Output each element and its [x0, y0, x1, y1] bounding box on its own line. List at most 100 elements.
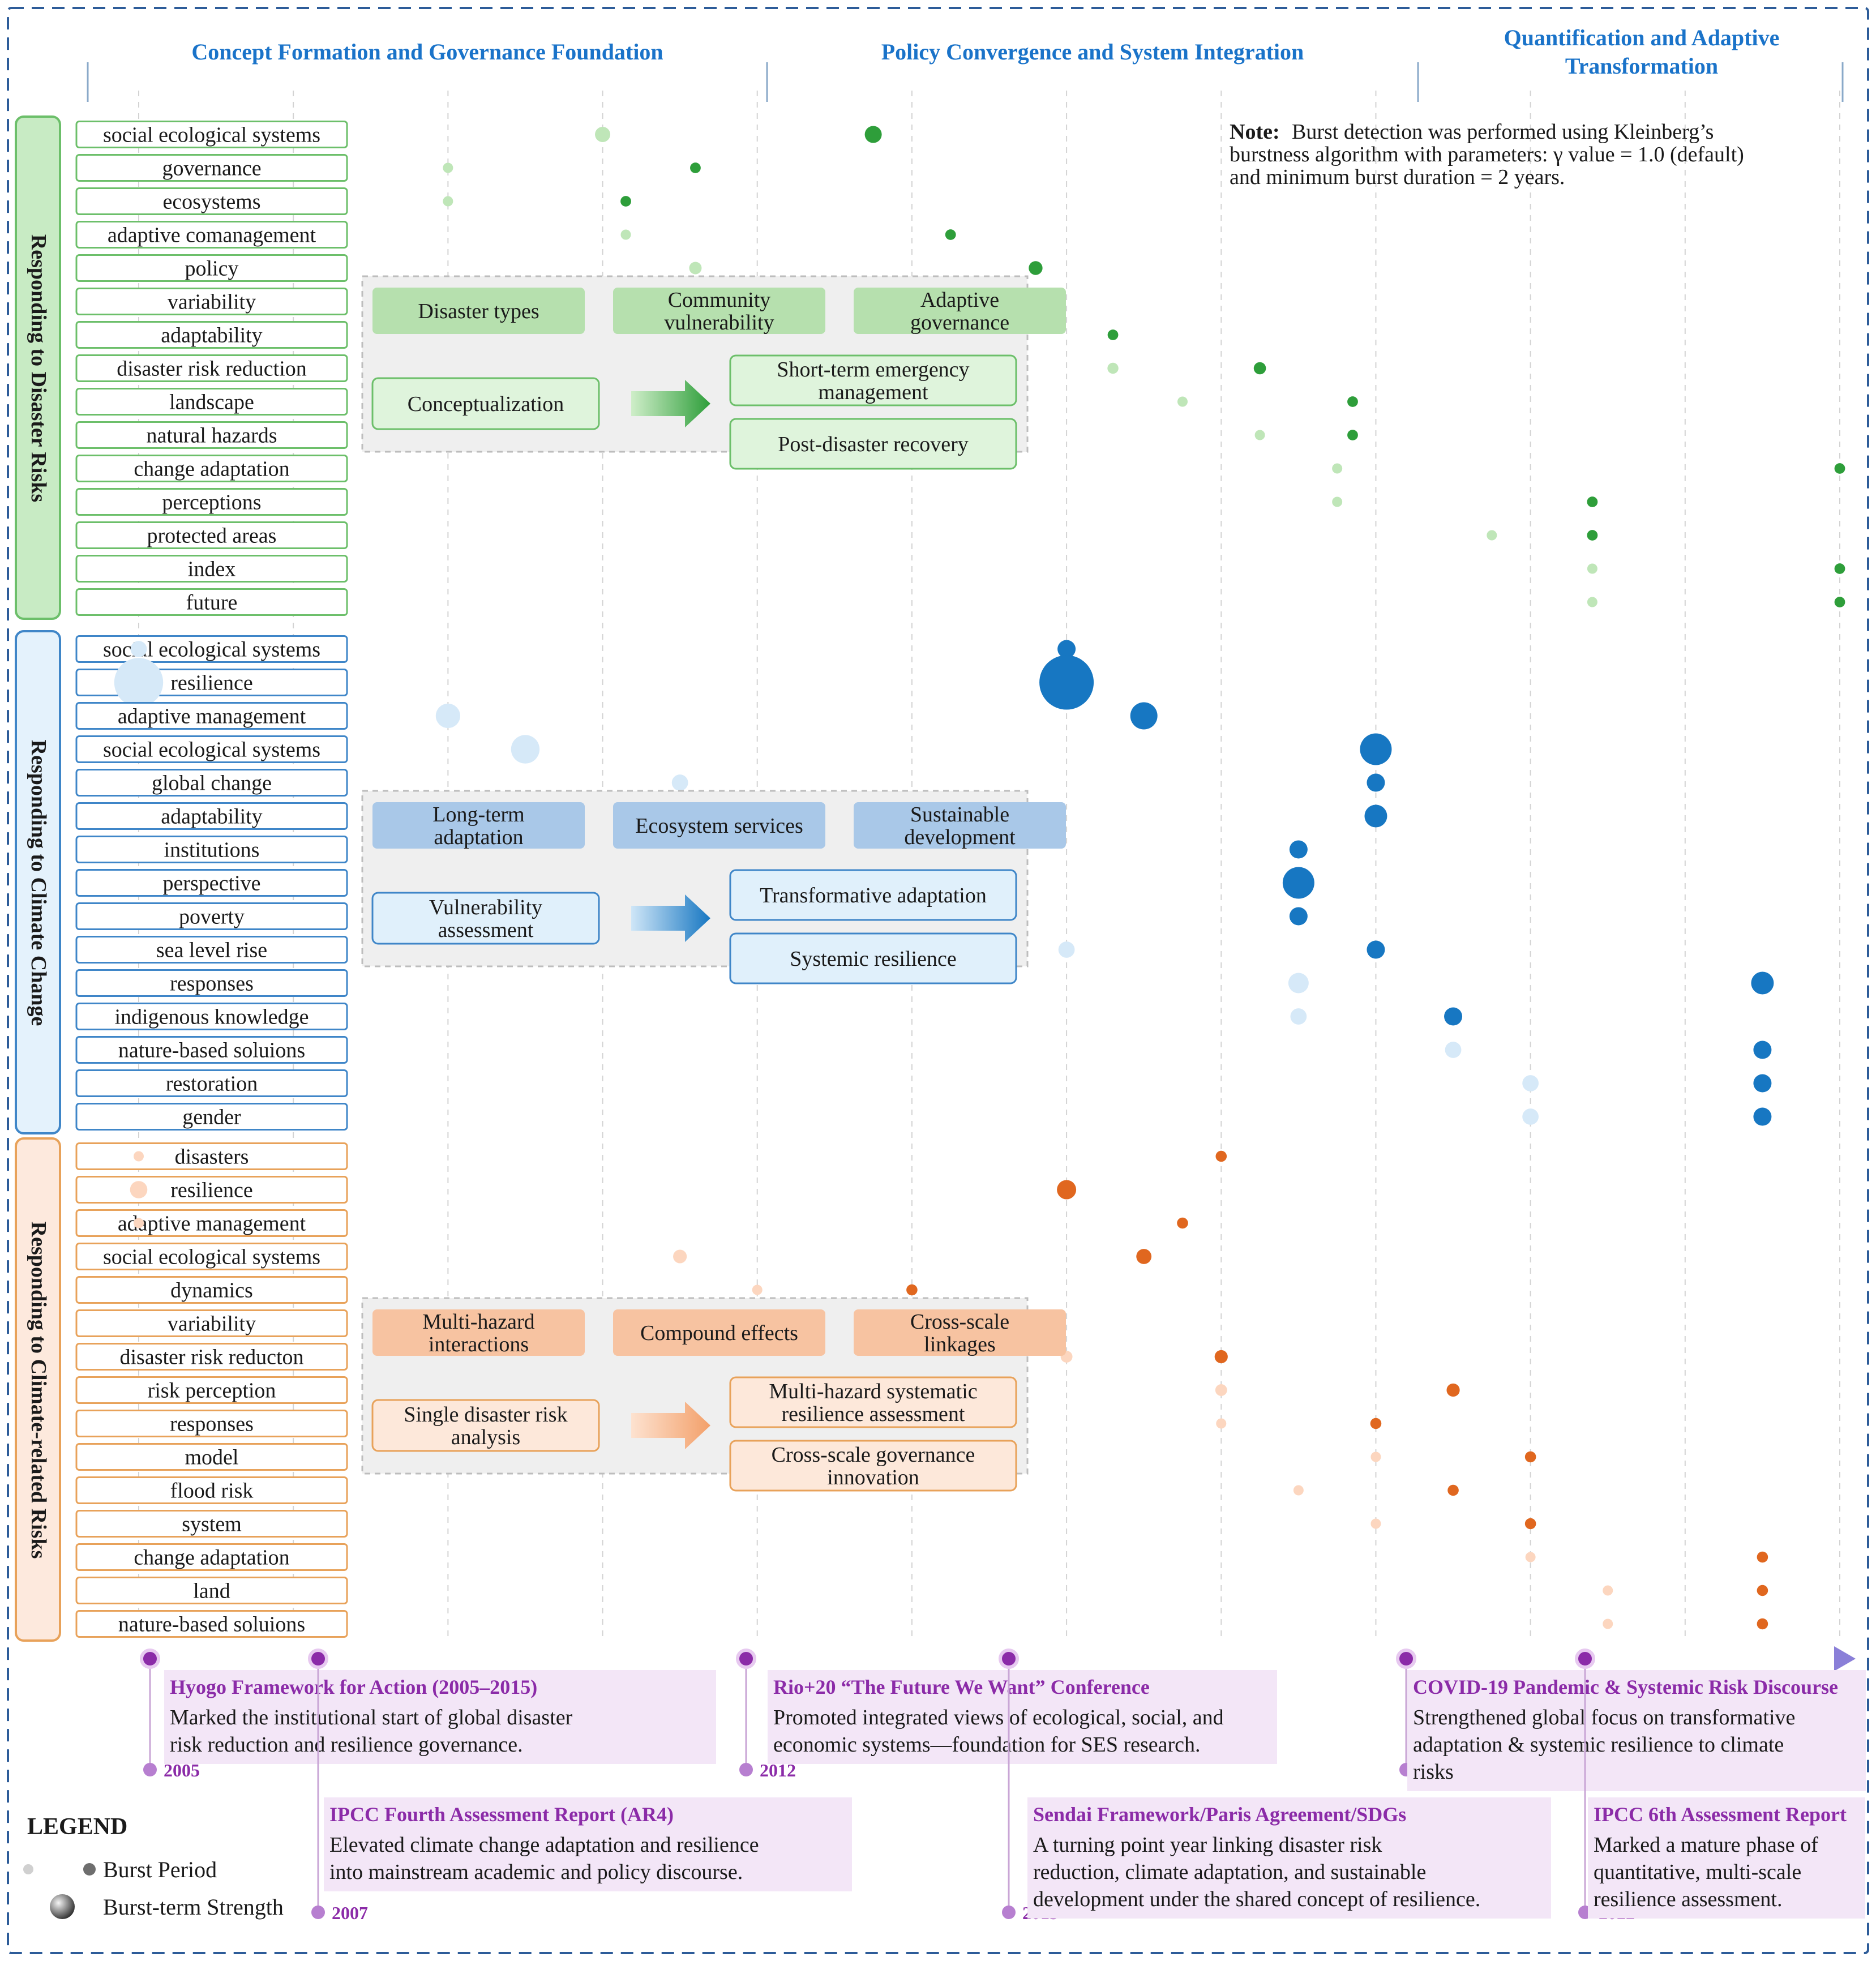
term-box: [75, 969, 348, 997]
term-box: [75, 1343, 348, 1371]
burst-end-dot: [1447, 1484, 1459, 1496]
burst-start-dot: [134, 1151, 144, 1162]
event-marker: [1396, 1649, 1416, 1669]
burst-end-dot: [1289, 907, 1308, 926]
flow-top-box: [854, 288, 1066, 334]
burst-start-dot: [1487, 530, 1497, 541]
term-label: ecosystems: [162, 190, 260, 214]
burst-start-dot: [671, 774, 688, 791]
burst-end-dot: [1751, 971, 1774, 995]
burst-start-dot: [1058, 941, 1075, 958]
burst-end-dot: [1834, 597, 1845, 607]
term-label: restoration: [166, 1072, 258, 1096]
burst-start-dot: [620, 229, 631, 240]
burst-end-dot: [1282, 867, 1314, 899]
burst-end-dot: [1753, 1107, 1772, 1126]
flow-target-label: Transformative adaptation: [760, 884, 987, 907]
term-label: risk perception: [148, 1379, 276, 1403]
event-marker: [736, 1649, 756, 1669]
burst-start-dot: [689, 262, 702, 275]
term-label: perceptions: [162, 491, 261, 515]
burst-end-dot: [1444, 1007, 1463, 1026]
term-label: future: [186, 591, 238, 615]
event-marker: [1575, 1649, 1595, 1669]
burst-end-dot: [1029, 261, 1043, 275]
term-label: social ecological systems: [103, 738, 320, 762]
flow-top-box: [613, 288, 825, 334]
event-title: IPCC Fourth Assessment Report (AR4): [329, 1803, 674, 1826]
event-title: COVID-19 Pandemic & Systemic Risk Discou…: [1413, 1676, 1838, 1698]
flow-top-box: [854, 802, 1066, 849]
flow-arrow: [631, 380, 710, 427]
term-label: land: [193, 1579, 230, 1603]
event-card: [1027, 1797, 1551, 1919]
term-label: sea level rise: [156, 939, 267, 962]
event-year-dot: [143, 1763, 157, 1776]
term-label: governance: [162, 157, 261, 181]
burst-end-dot: [1177, 1217, 1188, 1229]
term-label: adaptive management: [118, 705, 306, 729]
term-label: indigenous knowledge: [114, 1005, 309, 1029]
outer-frame: [7, 7, 1869, 1954]
term-label: adaptive comanagement: [108, 224, 316, 247]
burst-start-dot: [443, 162, 453, 173]
burst-end-dot: [1057, 640, 1076, 658]
flow-target-box: [729, 1440, 1017, 1492]
term-label: perspective: [162, 872, 260, 896]
event-card: [768, 1670, 1277, 1764]
term-label: change adaptation: [134, 457, 289, 481]
term-label: institutions: [164, 838, 260, 862]
burst-end-dot: [1757, 1618, 1768, 1630]
flow-source-box: [371, 1399, 600, 1452]
burst-start-dot: [1290, 1008, 1307, 1025]
term-box: [75, 121, 348, 148]
burst-period-icon: [23, 1864, 33, 1874]
event-title: IPCC 6th Assessment Report: [1594, 1803, 1847, 1826]
flow-target-box: [729, 932, 1017, 984]
event-marker: [999, 1649, 1019, 1669]
term-box: [75, 1243, 348, 1270]
event-marker: [308, 1649, 328, 1669]
burst-end-dot: [1524, 1451, 1536, 1463]
term-box: [75, 187, 348, 215]
term-box: [75, 902, 348, 930]
group-title: Responding to Disaster Risks: [27, 234, 50, 502]
burst-end-dot: [1753, 1074, 1772, 1093]
term-box: [75, 1510, 348, 1538]
burst-end-dot: [1347, 430, 1358, 440]
term-box: [75, 1036, 348, 1064]
term-box: [75, 702, 348, 730]
event-body: Promoted integrated views of ecological,…: [773, 1706, 1224, 1757]
flow-top-box: [372, 1309, 585, 1356]
flow-arrow: [631, 1402, 710, 1449]
burst-period-icon: [83, 1863, 96, 1876]
term-box: [75, 1376, 348, 1404]
term-box: [75, 388, 348, 416]
event-card: [164, 1670, 716, 1764]
burst-end-dot: [1130, 702, 1158, 730]
term-box: [75, 354, 348, 382]
burst-end-dot: [1757, 1551, 1768, 1563]
burst-note: Burst detection was performed using Klei…: [1230, 120, 1744, 189]
event-title: Sendai Framework/Paris Agreement/SDGs: [1033, 1803, 1406, 1826]
group-panel: [15, 1137, 61, 1642]
event-year-dot: [1002, 1906, 1016, 1919]
term-box: [75, 488, 348, 516]
burst-end-dot: [620, 196, 631, 207]
burst-start-dot: [1525, 1552, 1536, 1562]
term-box: [75, 288, 348, 315]
flow-top-box: [613, 802, 825, 849]
term-box: [75, 836, 348, 863]
event-body: Marked the institutional start of global…: [170, 1706, 573, 1757]
burst-start-dot: [1215, 1384, 1227, 1396]
burst-start-dot: [1587, 563, 1597, 574]
term-label: adaptability: [161, 324, 262, 348]
burst-end-dot: [1587, 496, 1598, 507]
burst-start-dot: [1332, 463, 1343, 474]
group-panel: [15, 630, 61, 1134]
